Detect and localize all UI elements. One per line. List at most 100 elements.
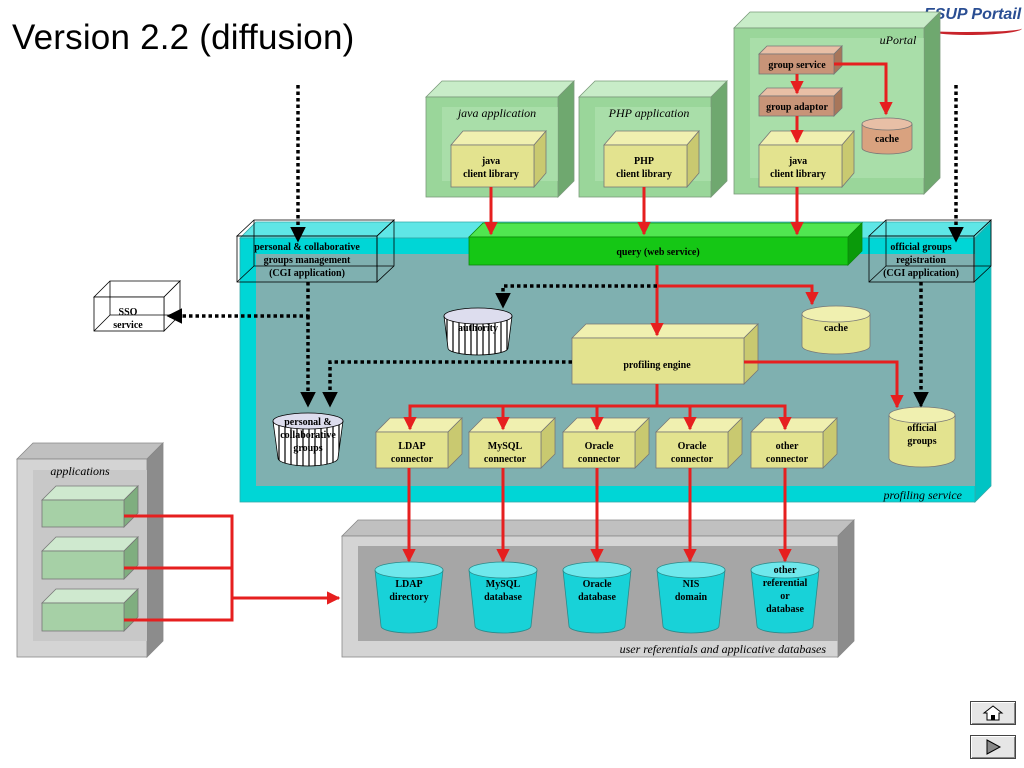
next-slide-button[interactable] [970, 735, 1016, 759]
profiling-cache-label: cache [824, 323, 848, 334]
official-reg-line3: (CGI application) [883, 268, 959, 279]
java-application-label: java application [456, 106, 536, 120]
uportal-cache-label: cache [875, 134, 899, 145]
java-client-library-line2: client library [463, 169, 519, 180]
personal-mgmt-line3: (CGI application) [269, 268, 345, 279]
connector-oracle2-line1: Oracle [678, 441, 707, 452]
logo-swoosh [930, 24, 1022, 35]
databases-label: user referentials and applicative databa… [620, 642, 827, 656]
connector-ldap-line1: LDAP [398, 441, 425, 452]
java-client-library-line1: java [481, 156, 500, 167]
uportal-cache-cylinder: cache [861, 117, 913, 155]
official-reg-line2: registration [896, 255, 946, 266]
group-adaptor-label: group adaptor [766, 102, 828, 113]
personal-groups-line2: collaborative [280, 430, 336, 441]
connector-oracle1-line1: Oracle [585, 441, 614, 452]
database-mysql: MySQL database [468, 561, 538, 634]
personal-mgmt-line1: personal & collaborative [254, 242, 360, 253]
profiling-service-label: profiling service [882, 488, 962, 502]
uportal-client-library-line2: client library [770, 169, 826, 180]
official-groups-cylinder: official groups [888, 406, 956, 468]
application-box-2 [41, 536, 139, 580]
application-box-1 [41, 485, 139, 528]
database-nis-domain: NIS domain [656, 561, 726, 634]
connector-ldap-line2: connector [391, 454, 434, 465]
db-other-line1: other [774, 565, 797, 576]
play-icon [986, 739, 1002, 755]
java-client-library-box: java client library [450, 129, 547, 189]
logo-text: ESUP Portail [924, 6, 1022, 23]
home-button[interactable] [970, 701, 1016, 725]
red-arrows [124, 62, 904, 622]
group-service-label: group service [768, 60, 826, 71]
application-box-3 [41, 588, 139, 632]
db-nis-line1: NIS [683, 579, 700, 590]
db-other-line3: or [780, 591, 790, 602]
db-other-line4: database [766, 604, 804, 615]
php-client-library-line1: PHP [634, 156, 654, 167]
db-mysql-line1: MySQL [486, 579, 521, 590]
connector-ldap: LDAP connector [375, 417, 463, 469]
connector-other: other connector [750, 417, 838, 469]
arrow-engine-to-other [657, 404, 792, 431]
arrow-service-to-cache [834, 62, 893, 116]
connector-oracle-1: Oracle connector [562, 417, 650, 469]
connector-other-line2: connector [766, 454, 809, 465]
connector-mysql-line2: connector [484, 454, 527, 465]
uportal-label: uPortal [880, 33, 917, 47]
uportal-client-library-box: java client library [758, 129, 855, 189]
database-oracle: Oracle database [562, 561, 632, 634]
official-groups-line1: official [907, 423, 937, 434]
arrow-engine-to-official-groups [744, 360, 904, 409]
connector-mysql: MySQL connector [468, 417, 556, 469]
authority-cylinder: authority [443, 307, 513, 356]
database-other-referential: other referential or database [750, 561, 820, 634]
database-ldap-directory: LDAP directory [374, 561, 444, 634]
arrow-engine-to-ldap [403, 384, 659, 431]
connector-oracle1-line2: connector [578, 454, 621, 465]
connector-other-line1: other [776, 441, 799, 452]
sso-line2: service [113, 320, 143, 331]
connector-mysql-line1: MySQL [488, 441, 523, 452]
slide-title: Version 2.2 (diffusion) [12, 18, 355, 57]
php-application-label: PHP application [608, 106, 690, 120]
arrow-query-to-cache [657, 284, 819, 306]
connector-oracle2-line2: connector [671, 454, 714, 465]
personal-mgmt-line2: groups management [264, 255, 351, 266]
line-app1 [124, 514, 234, 598]
applications-label: applications [50, 464, 110, 478]
personal-groups-line1: personal & [284, 417, 332, 428]
uportal-client-library-line1: java [788, 156, 807, 167]
official-groups-registration-box [867, 219, 993, 283]
dotted-arrows [166, 85, 964, 408]
db-oracle-line2: database [578, 592, 616, 603]
group-adaptor-box: group adaptor [758, 87, 843, 117]
line-app3 [124, 598, 234, 622]
esup-portail-logo: ESUP Portail [924, 6, 1022, 35]
php-client-library-line2: client library [616, 169, 672, 180]
home-icon [982, 705, 1004, 721]
dotted-engine-to-personal-groups [322, 360, 572, 408]
query-web-service-bar: query (web service) [468, 222, 863, 266]
db-oracle-line1: Oracle [583, 579, 612, 590]
profiling-engine-label: profiling engine [623, 360, 691, 371]
connector-oracle-2: Oracle connector [655, 417, 743, 469]
personal-groups-management-box [235, 219, 396, 283]
db-mysql-line2: database [484, 592, 522, 603]
sso-line1: SSO [119, 307, 138, 318]
profiling-engine-box: profiling engine [571, 323, 759, 385]
personal-groups-cylinder: personal & collaborative groups [272, 412, 344, 467]
personal-groups-line3: groups [293, 443, 322, 454]
db-nis-line2: domain [675, 592, 708, 603]
query-web-service-label: query (web service) [616, 247, 699, 258]
php-client-library-box: PHP client library [603, 129, 700, 189]
group-service-box: group service [758, 45, 843, 75]
official-groups-line2: groups [907, 436, 936, 447]
db-ldap-line1: LDAP [395, 579, 422, 590]
authority-label: authority [458, 323, 498, 334]
db-ldap-line2: directory [389, 592, 428, 603]
db-other-line2: referential [763, 578, 808, 589]
official-reg-line1: official groups [890, 242, 951, 253]
profiling-cache-cylinder: cache [801, 305, 871, 355]
